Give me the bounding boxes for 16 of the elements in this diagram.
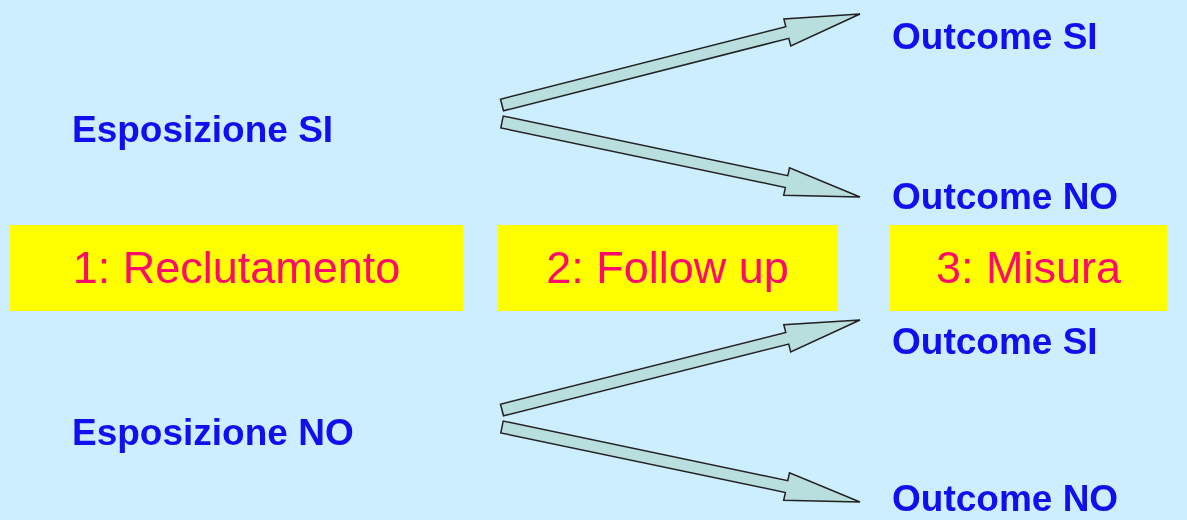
outcome-label: Outcome NO	[892, 477, 1119, 520]
phase-label: 2: Follow up	[546, 242, 789, 294]
phase-label: 3: Misura	[935, 242, 1122, 294]
outcome-label: Outcome SI	[892, 16, 1098, 58]
phase-band	[890, 225, 1167, 311]
phase-band	[10, 225, 463, 311]
block-arrow	[499, 420, 861, 503]
exposure-label: Esposizione NO	[72, 412, 354, 454]
block-arrow	[499, 115, 861, 198]
outcome-label: Outcome NO	[892, 176, 1119, 218]
phase-label: 1: Reclutamento	[72, 242, 401, 294]
block-arrow	[499, 13, 861, 112]
block-arrow	[499, 319, 861, 417]
outcome-label: Outcome SI	[892, 321, 1098, 363]
exposure-label: Esposizione SI	[72, 109, 334, 151]
phase-band	[497, 225, 838, 311]
